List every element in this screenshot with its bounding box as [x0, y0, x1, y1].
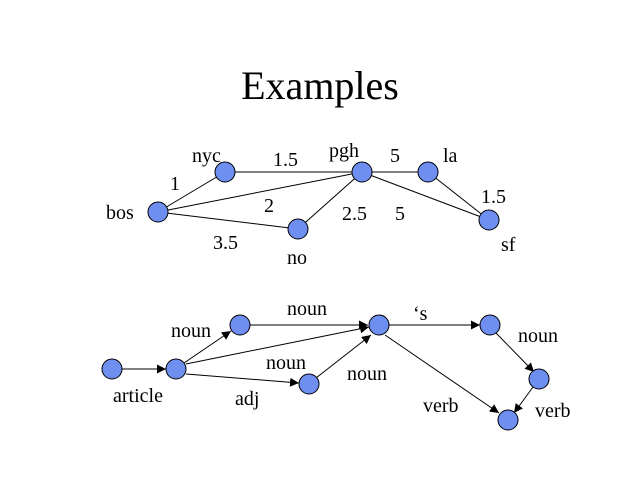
node-n5: [528, 368, 550, 390]
node-n2: [298, 373, 320, 395]
edge-n0-n2: [185, 373, 300, 387]
node-la: [417, 161, 439, 183]
node-start: [101, 358, 123, 380]
label-noun-n1: noun: [171, 320, 211, 342]
node-label-bos: bos: [106, 202, 134, 224]
city-graph: bos nyc pgh no la sf 1 1.5 2 3.5 2.5 5 5…: [106, 140, 516, 269]
weight-bos-pgh: 2: [264, 195, 274, 217]
weight-nyc-pgh: 1.5: [273, 149, 298, 171]
edge-n0-n3: [185, 324, 370, 365]
label-noun-mid: noun: [266, 352, 306, 374]
edge-pgh-no: [297, 171, 363, 230]
label-possessive: ‘s: [413, 303, 428, 325]
label-verb-right: verb: [535, 400, 571, 422]
label-noun-n3-n4: noun: [347, 363, 387, 385]
node-label-sf: sf: [501, 234, 516, 256]
node-n3: [368, 314, 390, 336]
edge-n3-n6: [384, 334, 500, 414]
pos-graph-edges: [122, 320, 535, 414]
edge-n4-n5: [495, 332, 535, 373]
label-adj: adj: [235, 388, 259, 410]
weight-bos-nyc: 1: [170, 173, 180, 195]
label-noun-right: noun: [518, 325, 558, 347]
edge-n0-n1: [183, 330, 232, 364]
edge-bos-pgh: [157, 171, 363, 213]
edge-bos-nyc: [157, 171, 226, 213]
edge-n5-n6: [513, 386, 534, 414]
node-n6: [497, 409, 519, 431]
weight-pgh-la: 5: [390, 145, 400, 167]
label-verb-n3-n6: verb: [423, 395, 459, 417]
label-noun-top: noun: [287, 298, 327, 320]
node-label-no: no: [287, 247, 307, 269]
node-n1: [229, 314, 251, 336]
edge-la-sf: [427, 171, 490, 221]
edge-bos-no: [157, 211, 299, 230]
node-nyc: [214, 161, 236, 183]
weight-pgh-no: 2.5: [342, 203, 367, 225]
node-label-pgh: pgh: [329, 140, 359, 162]
node-label-la: la: [443, 145, 458, 167]
node-bos: [147, 201, 169, 223]
label-article: article: [113, 385, 163, 407]
weight-la-sf: 1.5: [481, 186, 506, 208]
edge-n2-n3: [315, 334, 372, 379]
node-sf: [478, 209, 500, 231]
node-n4: [479, 314, 501, 336]
weight-pgh-sf: 5: [395, 203, 405, 225]
node-pgh: [351, 161, 373, 183]
slide-title: Examples: [241, 63, 399, 108]
node-n0: [165, 358, 187, 380]
node-no: [287, 218, 309, 240]
edge-pgh-sf: [361, 171, 490, 221]
weight-bos-no: 3.5: [213, 232, 238, 254]
pos-graph: article noun adj noun noun ‘s noun noun …: [101, 298, 571, 431]
node-label-nyc: nyc: [192, 145, 221, 167]
city-graph-edges: [157, 171, 490, 230]
